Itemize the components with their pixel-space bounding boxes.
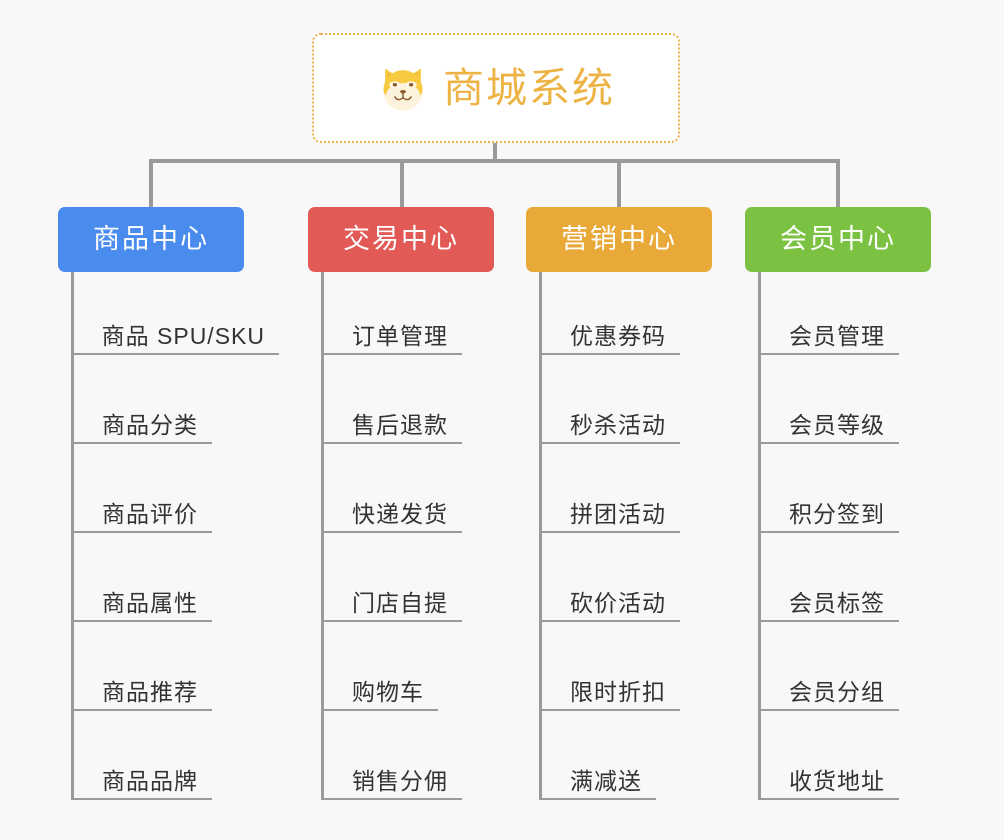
column-rail-3: 优惠券码秒杀活动拼团活动砍价活动限时折扣满减送 <box>539 272 712 800</box>
leaf-item[interactable]: 满减送 <box>542 711 656 800</box>
connector-drop-3 <box>617 159 621 207</box>
column-rail-4: 会员管理会员等级积分签到会员标签会员分组收货地址 <box>758 272 931 800</box>
column-header-4[interactable]: 会员中心 <box>745 207 931 272</box>
column-header-3[interactable]: 营销中心 <box>526 207 712 272</box>
leaf-item-label: 销售分佣 <box>352 767 448 794</box>
shiba-dog-face-icon <box>383 68 423 111</box>
leaf-item[interactable]: 商品推荐 <box>74 622 212 711</box>
column-rail-2: 订单管理售后退款快递发货门店自提购物车销售分佣 <box>321 272 494 800</box>
leaf-item[interactable]: 售后退款 <box>324 355 462 444</box>
leaf-item-label: 商品 SPU/SKU <box>101 322 265 349</box>
leaf-item[interactable]: 收货地址 <box>761 711 899 800</box>
leaf-item-label: 售后退款 <box>352 411 448 438</box>
root-title: 商城系统 <box>443 64 615 111</box>
leaf-item[interactable]: 商品属性 <box>74 533 212 622</box>
leaf-item-label: 门店自提 <box>352 589 448 616</box>
column-header-label: 交易中心 <box>343 224 459 254</box>
leaf-item-label: 优惠券码 <box>570 322 666 349</box>
connector-drop-4 <box>836 159 840 207</box>
column-2: 交易中心订单管理售后退款快递发货门店自提购物车销售分佣 <box>308 207 494 800</box>
leaf-item-label: 商品推荐 <box>102 678 198 705</box>
leaf-item[interactable]: 门店自提 <box>324 533 462 622</box>
column-1: 商品中心商品 SPU/SKU 商品分类商品评价商品属性商品推荐商品品牌 <box>58 207 279 800</box>
connector-stem <box>493 143 497 163</box>
leaf-item[interactable]: 拼团活动 <box>542 444 680 533</box>
leaf-item[interactable]: 优惠券码 <box>542 272 680 355</box>
connector-drop-2 <box>400 159 404 207</box>
leaf-item-label: 会员等级 <box>789 411 885 438</box>
leaf-item-label: 秒杀活动 <box>570 411 666 438</box>
leaf-item[interactable]: 会员管理 <box>761 272 899 355</box>
leaf-item[interactable]: 限时折扣 <box>542 622 680 711</box>
leaf-item-label: 商品分类 <box>102 411 198 438</box>
leaf-item-label: 购物车 <box>352 678 424 705</box>
leaf-item-label: 会员标签 <box>789 589 885 616</box>
leaf-item[interactable]: 秒杀活动 <box>542 355 680 444</box>
connector-bar <box>149 159 840 163</box>
leaf-item-label: 限时折扣 <box>570 678 666 705</box>
column-header-label: 营销中心 <box>561 224 677 254</box>
column-header-2[interactable]: 交易中心 <box>308 207 494 272</box>
column-header-1[interactable]: 商品中心 <box>58 207 244 272</box>
leaf-item[interactable]: 积分签到 <box>761 444 899 533</box>
leaf-item-label: 积分签到 <box>789 500 885 527</box>
leaf-item-label: 会员管理 <box>789 322 885 349</box>
column-header-label: 商品中心 <box>93 224 209 254</box>
leaf-item[interactable]: 销售分佣 <box>324 711 462 800</box>
connector-drop-1 <box>149 159 153 207</box>
leaf-item[interactable]: 商品评价 <box>74 444 212 533</box>
column-rail-1: 商品 SPU/SKU 商品分类商品评价商品属性商品推荐商品品牌 <box>71 272 279 800</box>
column-header-label: 会员中心 <box>780 224 896 254</box>
leaf-item[interactable]: 会员等级 <box>761 355 899 444</box>
leaf-item-label: 收货地址 <box>789 767 885 794</box>
leaf-item-label: 会员分组 <box>789 678 885 705</box>
leaf-item[interactable]: 购物车 <box>324 622 438 711</box>
leaf-item-label: 商品品牌 <box>102 767 198 794</box>
root-node[interactable]: 商城系统 <box>312 33 680 143</box>
leaf-item-label: 商品属性 <box>102 589 198 616</box>
leaf-item[interactable]: 商品分类 <box>74 355 212 444</box>
leaf-item[interactable]: 商品品牌 <box>74 711 212 800</box>
column-3: 营销中心优惠券码秒杀活动拼团活动砍价活动限时折扣满减送 <box>526 207 712 800</box>
leaf-item[interactable]: 砍价活动 <box>542 533 680 622</box>
leaf-item[interactable]: 订单管理 <box>324 272 462 355</box>
leaf-item-label: 快递发货 <box>352 500 448 527</box>
leaf-item-label: 砍价活动 <box>570 589 666 616</box>
leaf-item-label: 拼团活动 <box>570 500 666 527</box>
leaf-item[interactable]: 快递发货 <box>324 444 462 533</box>
leaf-item[interactable]: 会员分组 <box>761 622 899 711</box>
leaf-item-label: 订单管理 <box>352 322 448 349</box>
leaf-item[interactable]: 会员标签 <box>761 533 899 622</box>
leaf-item-label: 满减送 <box>570 767 642 794</box>
column-4: 会员中心会员管理会员等级积分签到会员标签会员分组收货地址 <box>745 207 931 800</box>
leaf-item[interactable]: 商品 SPU/SKU <box>74 272 279 355</box>
leaf-item-label: 商品评价 <box>102 500 198 527</box>
